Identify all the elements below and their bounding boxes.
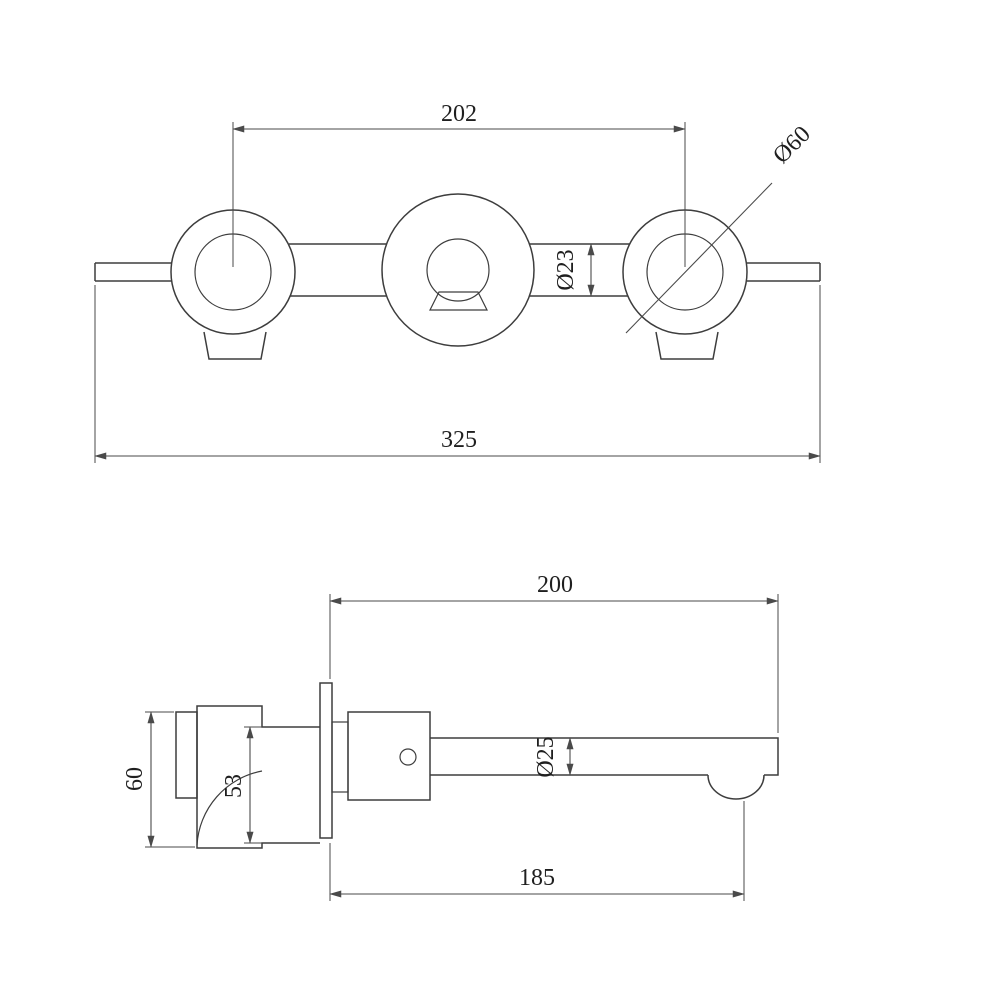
left-trim-foot	[203, 331, 267, 360]
center-trim-outer-circle	[381, 193, 535, 347]
dim-202: 202	[232, 101, 686, 267]
dim-60-extension-lines	[145, 711, 195, 848]
dim-200: 200	[329, 572, 779, 733]
center-trim-cup	[429, 291, 488, 311]
handle-lever	[175, 711, 198, 799]
dim-325: 325	[94, 285, 821, 463]
dim-60: 60	[122, 711, 195, 848]
side-view: 200 Ø25 60 53 185	[122, 572, 779, 901]
right-trim-foot	[655, 331, 719, 360]
dim-d23: Ø23	[553, 243, 595, 297]
dim-202-label: 202	[441, 101, 477, 127]
dim-d25-label: Ø25	[533, 736, 559, 777]
dim-200-label: 200	[537, 572, 573, 598]
dim-200-extension-lines	[329, 594, 779, 733]
dim-325-extension-lines	[94, 285, 821, 463]
set-screw-hole	[399, 748, 417, 766]
spout-tube	[430, 737, 779, 800]
center-trim-inner-circle	[426, 238, 490, 302]
dim-185-label: 185	[519, 865, 555, 891]
dim-60-label: 60	[122, 767, 148, 791]
spout-connector	[331, 721, 349, 793]
wall-flange-plate	[319, 682, 333, 839]
dim-325-label: 325	[441, 427, 477, 453]
dim-185: 185	[329, 801, 745, 901]
dim-d25: Ø25	[533, 736, 574, 778]
front-view: 202 Ø60 Ø23 325	[94, 101, 821, 463]
dim-d23-label: Ø23	[553, 249, 579, 290]
dim-202-extension-lines	[232, 122, 686, 267]
connecting-bar	[289, 243, 630, 297]
dim-d60-leader-line	[625, 182, 773, 334]
dim-53: 53	[221, 726, 262, 844]
right-supply-pipe	[747, 262, 821, 282]
spout-body-block	[347, 711, 431, 801]
dim-53-label: 53	[221, 774, 247, 798]
dim-d60-label: Ø60	[768, 121, 816, 169]
dim-d60: Ø60	[625, 121, 816, 334]
left-supply-pipe	[94, 262, 172, 282]
